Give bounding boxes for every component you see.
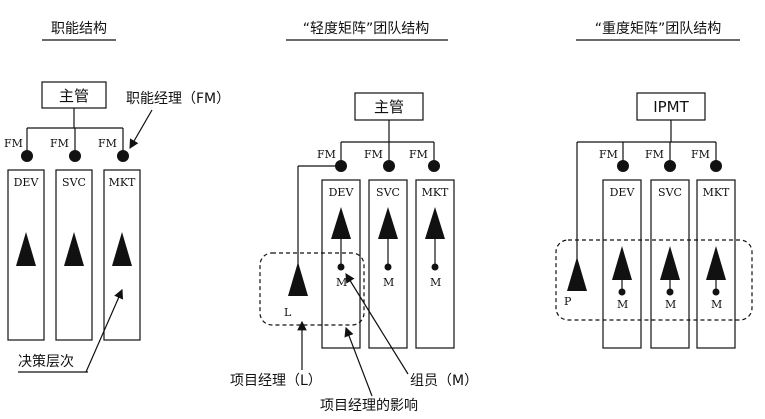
column-label: MKT bbox=[422, 186, 449, 199]
panel-heavy-matrix: “重度矩阵”团队结构 IPMT FM FM FM DEV SVC MKT P bbox=[555, 21, 753, 349]
annotation-decision-level: 决策层次 bbox=[18, 353, 74, 370]
column-svc bbox=[55, 169, 93, 341]
fm-node bbox=[428, 160, 440, 172]
column-mkt bbox=[103, 169, 141, 341]
project-team-boundary bbox=[259, 252, 365, 326]
member-node bbox=[666, 288, 674, 296]
triangle-icon bbox=[567, 257, 587, 291]
annotation-arrow bbox=[345, 272, 409, 375]
triangle-icon bbox=[378, 207, 398, 239]
member-label: M bbox=[711, 298, 722, 311]
member-label: M bbox=[383, 276, 394, 289]
column-label: SVC bbox=[62, 176, 86, 189]
leader-label: P bbox=[564, 295, 572, 308]
annotation-pm-influence: 项目经理的影响 bbox=[320, 398, 418, 414]
triangle-icon bbox=[425, 207, 445, 239]
fm-label: FM bbox=[691, 148, 710, 161]
fm-node bbox=[335, 160, 347, 172]
fm-label: FM bbox=[409, 148, 428, 161]
fm-label: FM bbox=[4, 137, 23, 150]
fm-label: FM bbox=[50, 137, 69, 150]
column-label: SVC bbox=[658, 186, 682, 199]
member-node bbox=[384, 263, 392, 271]
member-label: M bbox=[665, 298, 676, 311]
annotation-arrow bbox=[129, 109, 153, 150]
fm-label: FM bbox=[98, 137, 117, 150]
panel-title-functional: 职能结构 bbox=[51, 21, 107, 37]
annotation-project-manager: 项目经理（L） bbox=[230, 373, 322, 389]
column-dev bbox=[7, 169, 45, 341]
triangle-icon bbox=[112, 232, 132, 266]
fm-node bbox=[617, 160, 629, 172]
triangle-icon bbox=[16, 232, 36, 266]
column-dev bbox=[321, 179, 361, 349]
fm-label: FM bbox=[599, 148, 618, 161]
member-label: M bbox=[336, 276, 347, 289]
column-dev bbox=[602, 179, 642, 349]
manager-box-label: 主管 bbox=[374, 98, 404, 116]
column-svc bbox=[650, 179, 690, 349]
fm-label: FM bbox=[317, 148, 336, 161]
fm-node bbox=[69, 150, 81, 162]
column-svc bbox=[368, 179, 408, 349]
fm-node bbox=[21, 150, 33, 162]
column-label: MKT bbox=[109, 176, 136, 189]
triangle-icon bbox=[288, 262, 308, 296]
member-node bbox=[337, 263, 345, 271]
fm-node bbox=[383, 160, 395, 172]
panel-functional: 职能结构 主管 FM FM FM DEV SVC MKT 职能经理（FM） 决策… bbox=[4, 21, 230, 373]
panel-title-heavy-matrix: “重度矩阵”团队结构 bbox=[595, 21, 722, 37]
triangle-icon bbox=[706, 246, 726, 280]
triangle-icon bbox=[660, 246, 680, 280]
member-node bbox=[712, 288, 720, 296]
column-label: SVC bbox=[376, 186, 400, 199]
panel-light-matrix: “轻度矩阵”团队结构 主管 FM FM FM DEV SVC MKT bbox=[230, 21, 478, 414]
leader-label: L bbox=[284, 306, 292, 319]
fm-node bbox=[710, 160, 722, 172]
column-mkt bbox=[696, 179, 736, 349]
ipmt-box-label: IPMT bbox=[653, 98, 689, 116]
annotation-functional-manager: 职能经理（FM） bbox=[126, 91, 230, 107]
annotation-arrow bbox=[85, 288, 124, 373]
member-node bbox=[431, 263, 439, 271]
triangle-icon bbox=[612, 246, 632, 280]
triangle-icon bbox=[331, 207, 351, 239]
column-label: MKT bbox=[703, 186, 730, 199]
column-label: DEV bbox=[610, 186, 636, 199]
triangle-icon bbox=[64, 232, 84, 266]
member-label: M bbox=[430, 276, 441, 289]
fm-node bbox=[117, 150, 129, 162]
panel-title-light-matrix: “轻度矩阵”团队结构 bbox=[303, 21, 430, 37]
column-mkt bbox=[415, 179, 455, 349]
fm-label: FM bbox=[364, 148, 383, 161]
column-label: DEV bbox=[329, 186, 355, 199]
fm-node bbox=[664, 160, 676, 172]
annotation-arrow bbox=[344, 326, 373, 397]
project-team-boundary bbox=[555, 239, 753, 321]
fm-label: FM bbox=[645, 148, 664, 161]
column-label: DEV bbox=[14, 176, 40, 189]
manager-box-label: 主管 bbox=[59, 87, 89, 105]
annotation-member: 组员（M） bbox=[410, 373, 478, 389]
member-node bbox=[618, 288, 626, 296]
member-label: M bbox=[617, 298, 628, 311]
